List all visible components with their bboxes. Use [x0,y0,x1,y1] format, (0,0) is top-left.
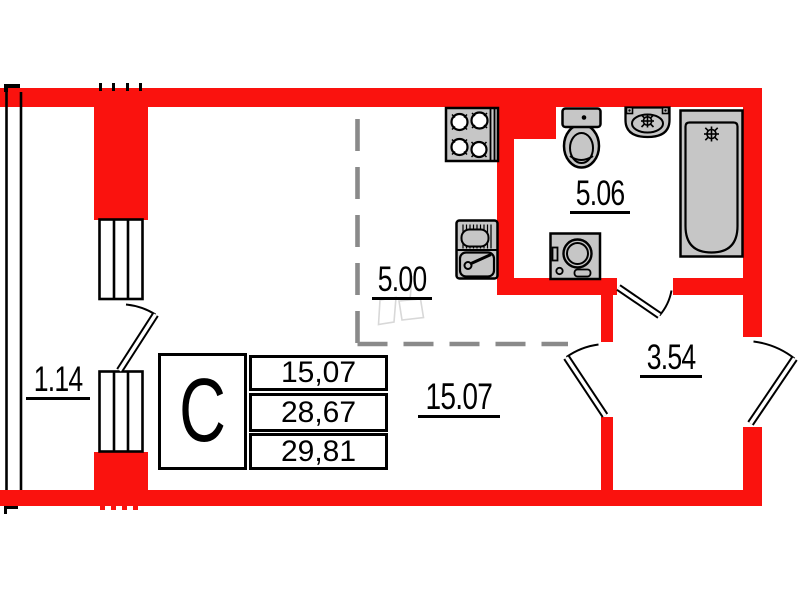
table-value-3: 29,81 [280,434,357,468]
wall-bathroom-bottom-right [673,278,743,295]
apartment-type-letter: С [179,361,226,461]
table-value-2: 28,67 [280,395,357,429]
kitchen-sink-icon [455,219,499,280]
room-label-balcony: 1.14 [26,362,90,400]
table-row-area-1: 15,07 [249,355,388,391]
wall-top [0,88,762,107]
kitchen-zone-dashed-line [355,119,568,347]
wall-bathroom-bottom-left [497,278,617,295]
balcony-door-icon [116,303,159,373]
wall-ticks-red [100,506,138,510]
washing-machine-icon [549,232,602,281]
pier-balcony-bottom [94,452,148,490]
pier-balcony-top [94,107,148,220]
table-value-1: 15,07 [280,356,357,389]
kitchen-area-value: 5.00 [377,260,427,299]
wall-hall-left-lower [601,417,613,506]
wall-bottom [0,490,762,506]
window-upper-icon [98,218,144,301]
balcony-glazing [5,92,23,490]
wall-right-lower [743,427,762,506]
table-row-area-2: 28,67 [249,393,388,432]
window-lower-icon [98,370,144,453]
washbasin-icon [624,106,671,139]
wall-hall-left-upper [601,295,613,342]
bathtub-icon [679,109,744,258]
bathroom-door-icon [616,284,673,319]
pier-bathroom-corner [514,107,556,139]
room-label-kitchen: 5.00 [372,262,432,300]
wall-right-upper [743,88,762,337]
wall-bathroom-left [497,107,514,295]
stove-icon [444,106,500,163]
hallway-area-value: 3.54 [646,338,696,377]
entrance-door-icon [747,340,798,426]
toilet-icon [561,107,602,169]
balcony-area-value: 1.14 [33,360,83,399]
table-row-area-3: 29,81 [249,433,388,470]
room-label-bathroom: 5.06 [570,176,630,214]
living-room-area-value: 15.07 [425,376,493,417]
wall-ticks [4,83,142,514]
room-label-living-room: 15.07 [418,376,500,418]
apartment-type-cell: С [158,353,247,470]
room-label-hallway: 3.54 [640,340,702,378]
bathroom-area-value: 5.06 [575,174,625,213]
living-room-door-icon [563,343,609,418]
